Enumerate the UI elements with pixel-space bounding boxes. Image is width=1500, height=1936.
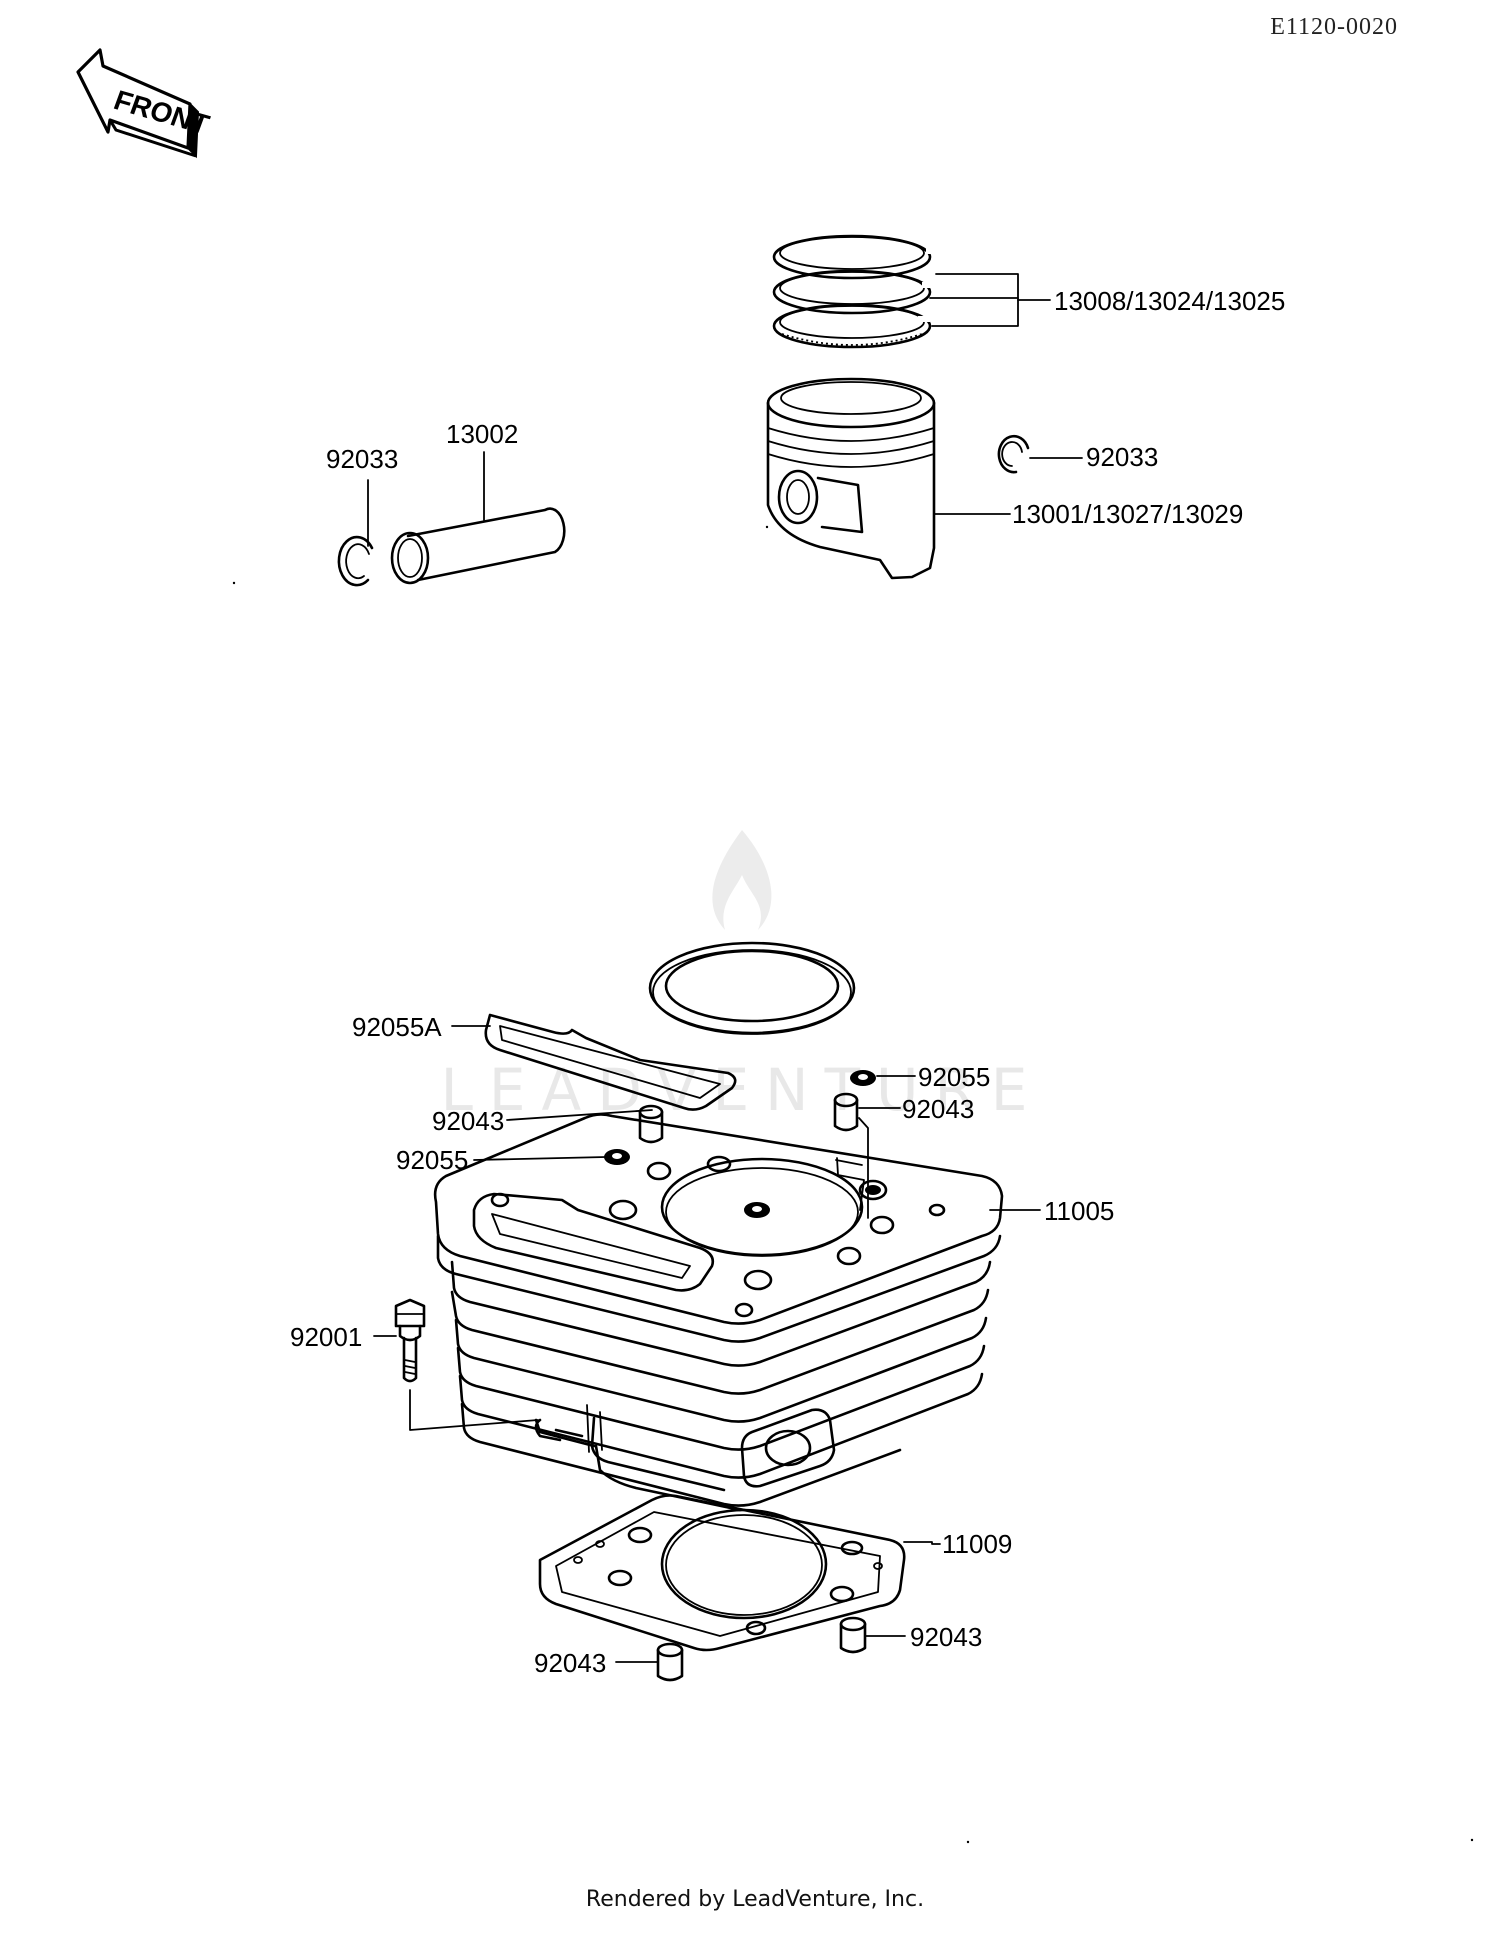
callout-side-gasket: 92055A (352, 1012, 442, 1042)
dowel-pin-bottom-right (839, 1616, 867, 1654)
document-id: E1120-0020 (1270, 14, 1398, 40)
leader-lines (367, 273, 1083, 1663)
callout-piston-pin: 13002 (446, 419, 518, 449)
cylinder-block (433, 1113, 1004, 1512)
watermark-text: LEADVENTURE (441, 1056, 1044, 1124)
watermark: LEADVENTURE (441, 830, 1044, 1124)
callout-cylinder: 11005 (1044, 1196, 1114, 1226)
piston-pin (390, 507, 566, 585)
washer-top-left (604, 1149, 630, 1165)
callout-base-gasket: 11009 (942, 1529, 1012, 1559)
callout-clip-right: 92033 (1086, 442, 1158, 472)
cylinder-head-gasket-round (648, 941, 856, 1035)
dowel-pin-top-left (638, 1104, 664, 1144)
piston-pin-clip-right (997, 434, 1030, 474)
callout-dowel-bottom-right: 92043 (910, 1622, 982, 1652)
dowel-pin-bottom-left (656, 1642, 684, 1682)
footer-credit: Rendered by LeadVenture, Inc. (586, 1887, 924, 1912)
callout-dowel-left: 92043 (432, 1106, 504, 1136)
callout-dowel-bottom-left: 92043 (534, 1648, 606, 1678)
washer-top-right (850, 1070, 876, 1086)
dowel-pin-top-right (833, 1092, 859, 1132)
callout-washer-right: 92055 (918, 1062, 990, 1092)
cylinder-bolt (394, 1298, 426, 1383)
front-direction-arrow-icon: FRONT (76, 48, 213, 159)
cylinder-base-gasket (538, 1494, 906, 1652)
scan-dots (232, 525, 1474, 1844)
callout-clip-left: 92033 (326, 444, 398, 474)
callout-piston-rings: 13008/13024/13025 (1054, 286, 1285, 316)
side-cover-gasket (484, 1013, 737, 1111)
flame-logo-icon (712, 830, 772, 930)
callout-dowel-right: 92043 (902, 1094, 974, 1124)
callout-piston: 13001/13027/13029 (1012, 499, 1243, 529)
piston-rings (772, 234, 936, 349)
callout-labels: 13008/13024/13025 13001/13027/13029 9203… (290, 286, 1285, 1678)
piston (766, 377, 936, 580)
callout-washer-left: 92055 (396, 1145, 468, 1175)
piston-pin-clip-left (337, 535, 374, 587)
callout-bolt: 92001 (290, 1322, 362, 1352)
